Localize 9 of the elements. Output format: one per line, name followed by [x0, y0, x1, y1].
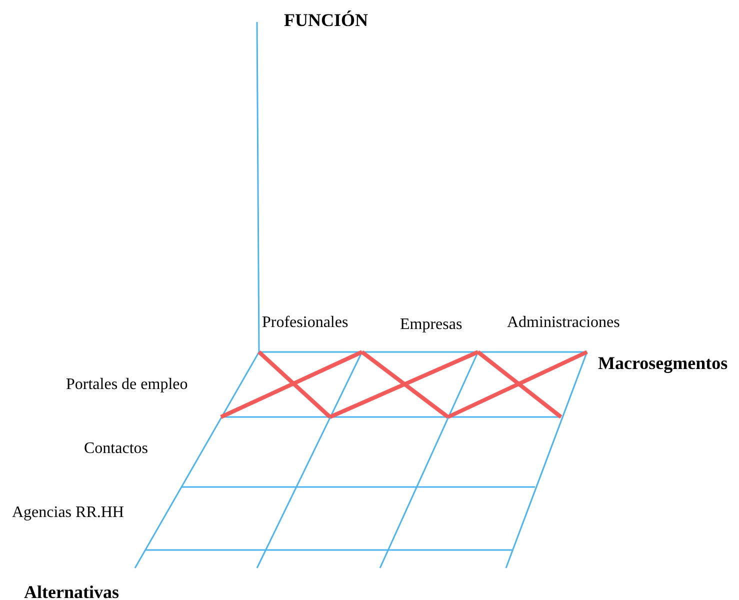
axis-label: Alternativas — [24, 582, 119, 600]
axis-label: Macrosegmentos — [598, 353, 728, 373]
column-label: Administraciones — [507, 313, 620, 333]
row-label: Portales de empleo — [66, 375, 188, 395]
column-label: Profesionales — [262, 313, 348, 333]
axis-label: FUNCIÓN — [284, 10, 368, 30]
row-label: Contactos — [84, 439, 148, 459]
row-label: Agencias RR.HH — [12, 503, 124, 523]
column-label: Empresas — [400, 315, 462, 335]
